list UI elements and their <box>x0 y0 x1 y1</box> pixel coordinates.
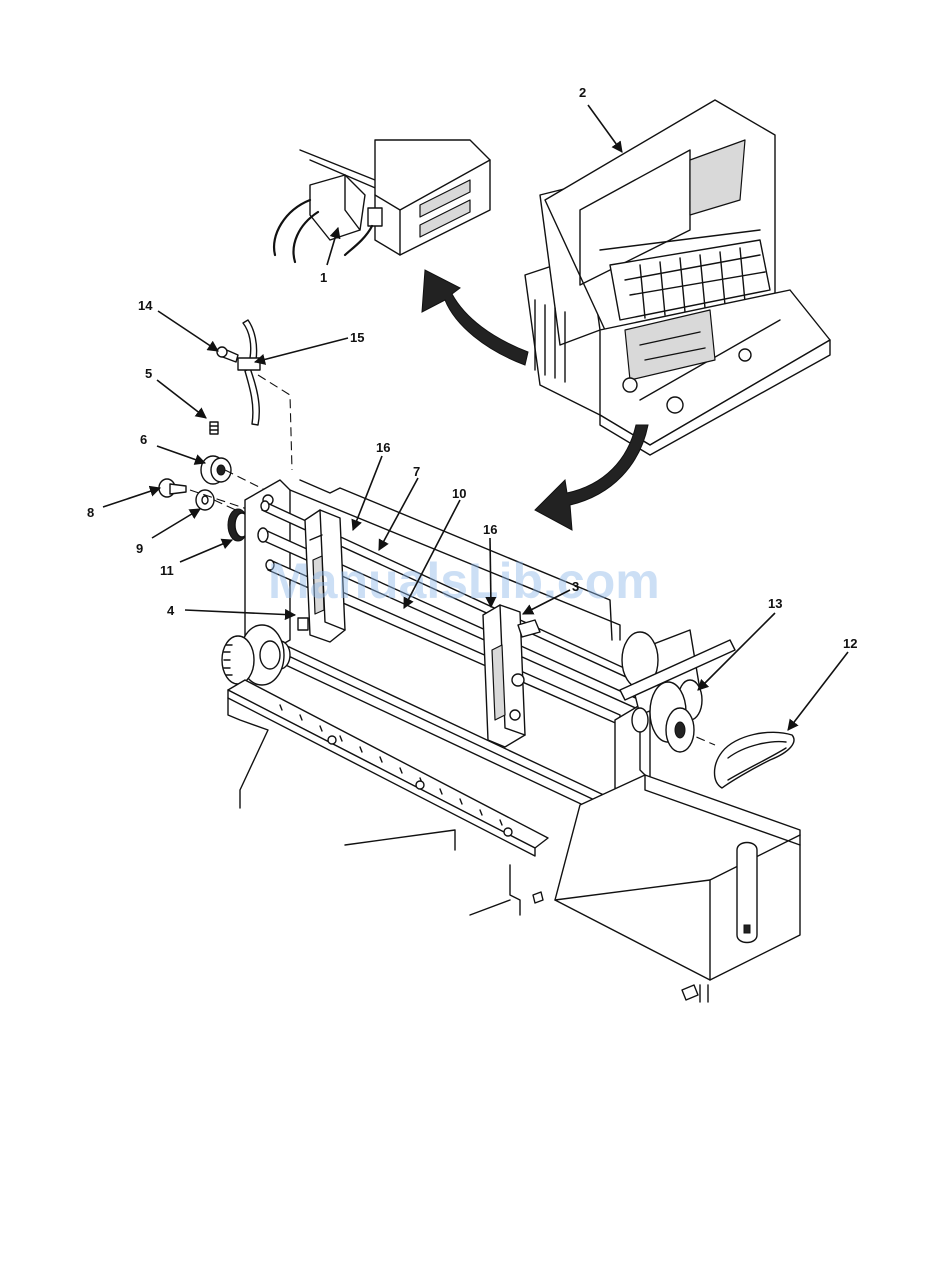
screw-14 <box>217 347 238 362</box>
callout-8: 8 <box>87 505 94 520</box>
collar-6 <box>201 456 231 484</box>
callout-7: 7 <box>413 464 420 479</box>
watermark-text: ManualsLib.com <box>268 553 660 609</box>
callout-9: 9 <box>136 541 143 556</box>
clip-15 <box>238 320 260 425</box>
callout-12: 12 <box>843 636 857 651</box>
callout-10: 10 <box>452 486 466 501</box>
callout-16-left: 16 <box>376 440 390 455</box>
callout-15: 15 <box>350 330 364 345</box>
curved-arrow-to-connector <box>422 270 528 365</box>
setscrew-5 <box>210 422 218 434</box>
callout-11: 11 <box>160 563 174 578</box>
callout-4: 4 <box>167 603 175 618</box>
callout-3: 3 <box>572 579 579 594</box>
callout-2: 2 <box>579 85 586 100</box>
callout-14: 14 <box>138 298 153 313</box>
callout-1: 1 <box>320 270 327 285</box>
screw-8 <box>159 479 186 497</box>
printer-assembly-view <box>525 100 830 455</box>
cable-connector-inset <box>274 140 490 262</box>
callout-6: 6 <box>140 432 147 447</box>
callout-13: 13 <box>768 596 782 611</box>
callout-5: 5 <box>145 366 152 381</box>
curved-arrow-to-mechanism <box>535 425 648 530</box>
washer-9 <box>196 490 214 510</box>
callout-16-right: 16 <box>483 522 497 537</box>
